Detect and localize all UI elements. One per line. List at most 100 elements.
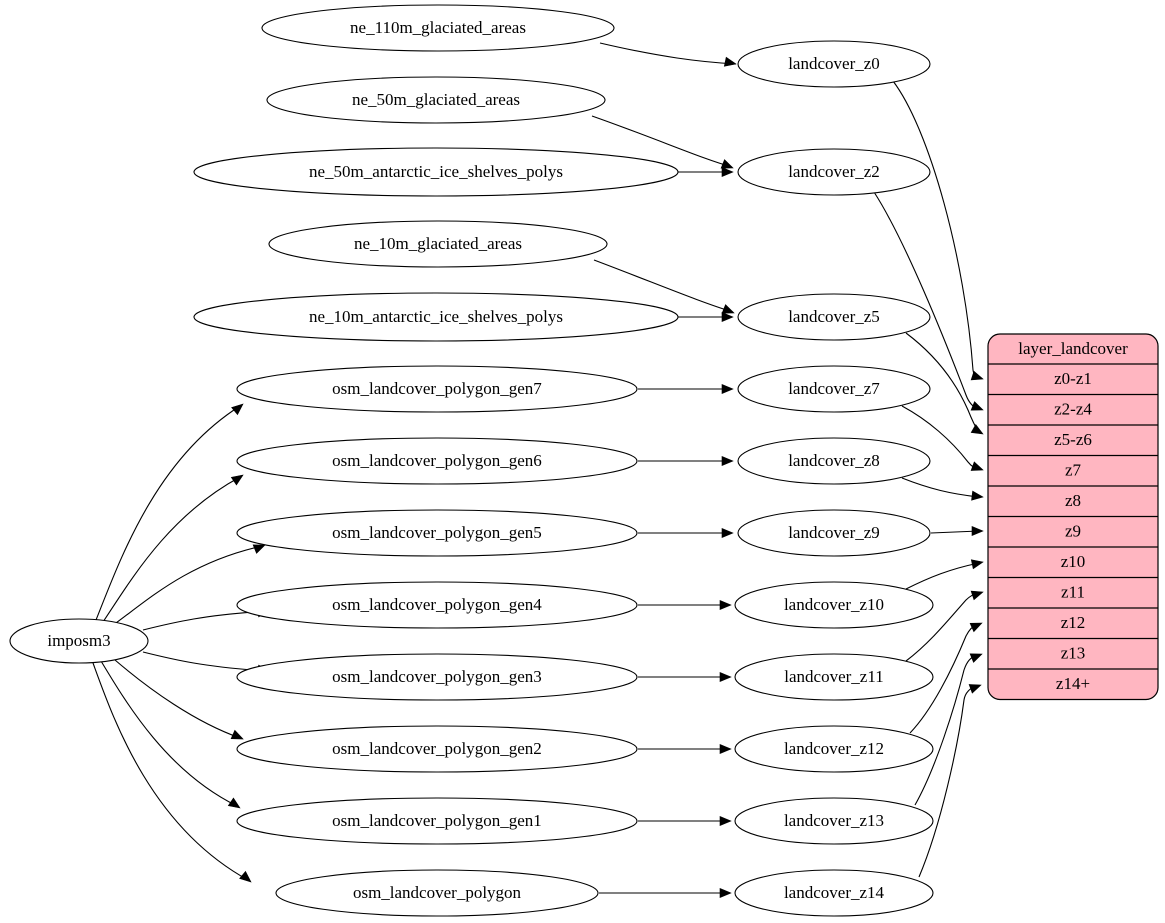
node-ne_110m_glaciated_areas[interactable]: ne_110m_glaciated_areas <box>261 4 615 52</box>
arrow-head-icon <box>969 653 983 663</box>
row-label: z9 <box>1065 522 1081 541</box>
arrow-head-group <box>719 887 732 899</box>
arrow-head-group <box>231 403 244 416</box>
edge-landcover_z13-to-row_z13 <box>914 654 978 806</box>
arrow-head-group <box>970 590 984 601</box>
node-landcover_z14[interactable]: landcover_z14 <box>734 869 934 917</box>
edge-ne_110m_glaciated_areas-to-landcover_z0 <box>599 42 737 65</box>
node-ne_10m_antarctic_ice_shelves_polys[interactable]: ne_10m_antarctic_ice_shelves_polys <box>193 292 679 342</box>
node-landcover_z2[interactable]: landcover_z2 <box>737 148 931 196</box>
arrow-head-group <box>968 684 982 694</box>
arrow-head-icon <box>719 815 732 827</box>
arrow-head-group <box>721 311 734 323</box>
layer-landcover-table[interactable]: layer_landcoverz0-z1z2-z4z5-z6z7z8z9z10z… <box>987 333 1159 701</box>
nodes-layer: imposm3 ne_110m_glaciated_areas ne_50m_gla… <box>9 4 934 917</box>
node-osm_landcover_polygon_gen5[interactable]: osm_landcover_polygon_gen5 <box>236 509 638 557</box>
edge-imposm3-to-osm_landcover_polygon_gen2 <box>114 659 241 739</box>
row-label: z13 <box>1061 644 1086 663</box>
node-shape-landcover_z8 <box>737 437 931 485</box>
arrow-head-group <box>721 304 735 314</box>
layer-table-row-z12[interactable]: z12 <box>988 607 1158 639</box>
node-osm_landcover_polygon_gen1[interactable]: osm_landcover_polygon_gen1 <box>236 797 638 845</box>
arrow-head-group <box>970 559 984 570</box>
arrow-head-icon <box>971 490 984 501</box>
node-shape-osm_landcover_polygon_gen4 <box>236 581 638 629</box>
arrow-head-icon <box>230 729 244 740</box>
node-landcover_z13[interactable]: landcover_z13 <box>734 797 934 845</box>
layer-table-row-z0-z1[interactable]: z0-z1 <box>988 363 1158 395</box>
node-shape-osm_landcover_polygon_gen1 <box>236 797 638 845</box>
row-label: z5-z6 <box>1054 430 1092 449</box>
row-label: z2-z4 <box>1054 400 1092 419</box>
arrow-head-group <box>252 544 266 554</box>
node-landcover_z7[interactable]: landcover_z7 <box>737 365 931 413</box>
arrow-head-icon <box>970 423 984 435</box>
row-label: z8 <box>1065 491 1081 510</box>
edge-imposm3-to-osm_landcover_polygon_gen4 <box>142 610 267 631</box>
node-landcover_z10[interactable]: landcover_z10 <box>734 581 934 629</box>
layer-table-row-z10[interactable]: z10 <box>988 546 1158 578</box>
layer-table-row-z7[interactable]: z7 <box>988 454 1158 487</box>
layer-table-row-z5-z6[interactable]: z5-z6 <box>988 424 1158 456</box>
edge-ne_50m_glaciated_areas-to-landcover_z2 <box>591 115 733 168</box>
row-label: z11 <box>1061 583 1085 602</box>
arrow-head-icon <box>970 401 984 411</box>
node-osm_landcover_polygon_gen2[interactable]: osm_landcover_polygon_gen2 <box>236 725 638 773</box>
node-shape-landcover_z5 <box>737 293 931 341</box>
arrow-head-group <box>723 56 737 67</box>
layer-table-row-z11[interactable]: z11 <box>988 576 1158 609</box>
arrow-head-icon <box>970 590 984 601</box>
arrow-head-group <box>970 423 984 435</box>
node-landcover_z5[interactable]: landcover_z5 <box>737 293 931 341</box>
node-shape-landcover_z2 <box>737 148 931 196</box>
layer-table-row-z14plus[interactable]: z14+ <box>988 668 1158 700</box>
edge-landcover_z2-to-row_z2_z4 <box>873 191 979 410</box>
arrow-head-group <box>239 870 252 883</box>
layer-table-row-z2-z4[interactable]: z2-z4 <box>988 393 1158 426</box>
node-shape-ne_50m_antarctic_ice_shelves_polys <box>193 147 679 197</box>
node-landcover_z8[interactable]: landcover_z8 <box>737 437 931 485</box>
edge-imposm3-to-osm_landcover_polygon <box>92 662 249 881</box>
node-shape-osm_landcover_polygon <box>275 869 599 917</box>
arrow-head-group <box>720 159 734 169</box>
node-osm_landcover_polygon_gen4[interactable]: osm_landcover_polygon_gen4 <box>236 581 638 629</box>
layer-table-row-z13[interactable]: z13 <box>988 637 1158 670</box>
arrow-head-icon <box>719 599 732 611</box>
edge-landcover_z14-to-row_z14 <box>918 685 977 878</box>
arrow-head-group <box>970 461 984 471</box>
arrow-head-group <box>719 743 732 755</box>
node-shape-landcover_z12 <box>734 725 934 773</box>
layer-table-row-z8[interactable]: z8 <box>988 485 1158 517</box>
node-ne_50m_glaciated_areas[interactable]: ne_50m_glaciated_areas <box>266 76 606 124</box>
node-landcover_z0[interactable]: landcover_z0 <box>737 40 931 88</box>
arrow-head-group <box>721 455 734 467</box>
arrow-head-icon <box>970 559 984 570</box>
arrow-head-group <box>969 653 983 663</box>
node-imposm3[interactable]: imposm3 <box>9 618 149 664</box>
node-shape-ne_10m_glaciated_areas <box>268 220 608 268</box>
layer-table-row-z9[interactable]: z9 <box>988 515 1158 548</box>
arrow-head-group <box>721 383 734 395</box>
arrow-head-icon <box>971 525 984 537</box>
arrow-head-icon <box>721 311 734 323</box>
arrow-head-icon <box>721 455 734 467</box>
arrow-head-icon <box>969 622 983 633</box>
node-osm_landcover_polygon_gen7[interactable]: osm_landcover_polygon_gen7 <box>236 365 638 413</box>
node-landcover_z9[interactable]: landcover_z9 <box>737 509 931 557</box>
edge-landcover_z10-to-row_z10 <box>905 562 980 590</box>
node-shape-ne_10m_antarctic_ice_shelves_polys <box>193 292 679 342</box>
edge-ne_10m_glaciated_areas-to-landcover_z5 <box>593 259 734 313</box>
node-shape-imposm3 <box>9 618 149 664</box>
node-osm_landcover_polygon[interactable]: osm_landcover_polygon <box>275 869 599 917</box>
node-ne_50m_antarctic_ice_shelves_polys[interactable]: ne_50m_antarctic_ice_shelves_polys <box>193 147 679 197</box>
node-ne_10m_glaciated_areas[interactable]: ne_10m_glaciated_areas <box>268 220 608 268</box>
node-landcover_z12[interactable]: landcover_z12 <box>734 725 934 773</box>
arrow-head-icon <box>231 403 244 416</box>
node-osm_landcover_polygon_gen6[interactable]: osm_landcover_polygon_gen6 <box>236 437 638 485</box>
node-osm_landcover_polygon_gen3[interactable]: osm_landcover_polygon_gen3 <box>236 653 638 701</box>
node-shape-osm_landcover_polygon_gen3 <box>236 653 638 701</box>
node-landcover_z11[interactable]: landcover_z11 <box>734 653 934 701</box>
arrow-head-icon <box>252 544 266 554</box>
